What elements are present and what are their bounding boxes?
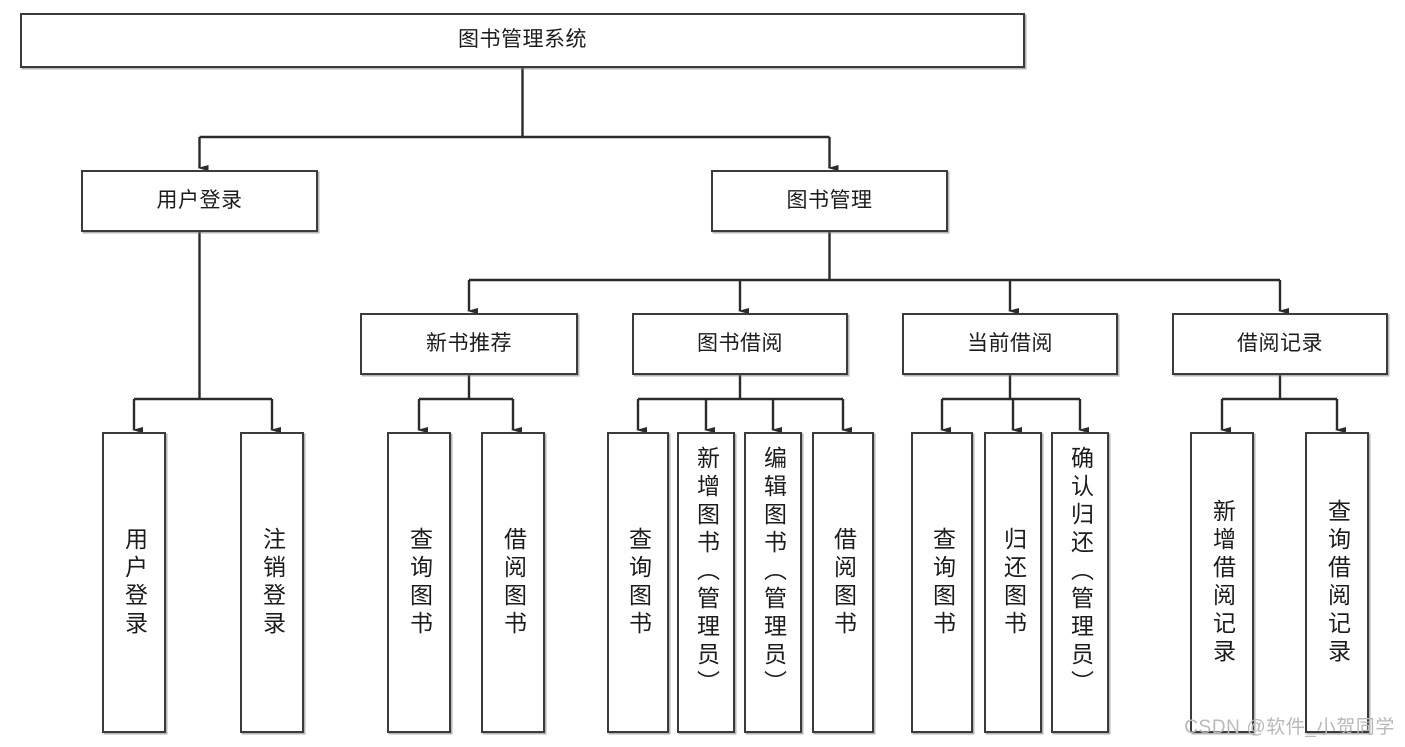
leaf-logout-label: 注销登录 <box>259 526 286 639</box>
node-root-label: 图书管理系统 <box>458 28 587 52</box>
leaf-add-borrow-record-label: 新增借阅记录 <box>1209 498 1236 667</box>
leaf-query-borrow-record-label: 查询借阅记录 <box>1324 498 1351 667</box>
leaf-edit-book[interactable]: 编辑图书（管理员） <box>744 432 802 733</box>
node-borrow-record[interactable]: 借阅记录 <box>1172 313 1388 375</box>
leaf-query-book-current[interactable]: 查询图书 <box>911 432 973 733</box>
node-root[interactable]: 图书管理系统 <box>20 13 1025 68</box>
leaf-query-book-recommend-label: 查询图书 <box>406 526 433 639</box>
leaf-add-book-label: 新增图书（管理员） <box>693 446 720 698</box>
node-new-book-recommend-label: 新书推荐 <box>426 331 512 355</box>
leaf-confirm-return[interactable]: 确认归还（管理员） <box>1051 432 1109 733</box>
leaf-edit-book-label: 编辑图书（管理员） <box>760 446 787 698</box>
leaf-query-borrow-record[interactable]: 查询借阅记录 <box>1305 432 1369 733</box>
leaf-return-book[interactable]: 归还图书 <box>984 432 1042 733</box>
leaf-query-book-current-label: 查询图书 <box>929 526 956 639</box>
node-book-borrow-label: 图书借阅 <box>697 331 783 355</box>
node-new-book-recommend[interactable]: 新书推荐 <box>360 313 578 375</box>
leaf-borrow-book-recommend-label: 借阅图书 <box>500 526 527 639</box>
leaf-query-book-recommend[interactable]: 查询图书 <box>387 432 451 733</box>
leaf-add-borrow-record[interactable]: 新增借阅记录 <box>1190 432 1254 733</box>
node-current-borrow[interactable]: 当前借阅 <box>902 313 1118 375</box>
leaf-query-book-borrow-label: 查询图书 <box>625 526 652 639</box>
node-borrow-record-label: 借阅记录 <box>1237 331 1323 355</box>
leaf-borrow-book-label: 借阅图书 <box>830 526 857 639</box>
node-current-borrow-label: 当前借阅 <box>967 331 1053 355</box>
node-book-manage[interactable]: 图书管理 <box>711 170 948 232</box>
leaf-confirm-return-label: 确认归还（管理员） <box>1067 446 1094 698</box>
node-user-login-label: 用户登录 <box>156 188 243 212</box>
node-book-manage-label: 图书管理 <box>786 188 873 212</box>
leaf-logout[interactable]: 注销登录 <box>240 432 304 733</box>
leaf-add-book[interactable]: 新增图书（管理员） <box>677 432 735 733</box>
node-book-borrow[interactable]: 图书借阅 <box>632 313 848 375</box>
leaf-user-login-label: 用户登录 <box>121 526 148 639</box>
leaf-borrow-book[interactable]: 借阅图书 <box>812 432 874 733</box>
leaf-user-login[interactable]: 用户登录 <box>102 432 166 733</box>
leaf-borrow-book-recommend[interactable]: 借阅图书 <box>481 432 545 733</box>
node-user-login[interactable]: 用户登录 <box>81 170 318 232</box>
leaf-query-book-borrow[interactable]: 查询图书 <box>607 432 669 733</box>
leaf-return-book-label: 归还图书 <box>1000 526 1027 639</box>
